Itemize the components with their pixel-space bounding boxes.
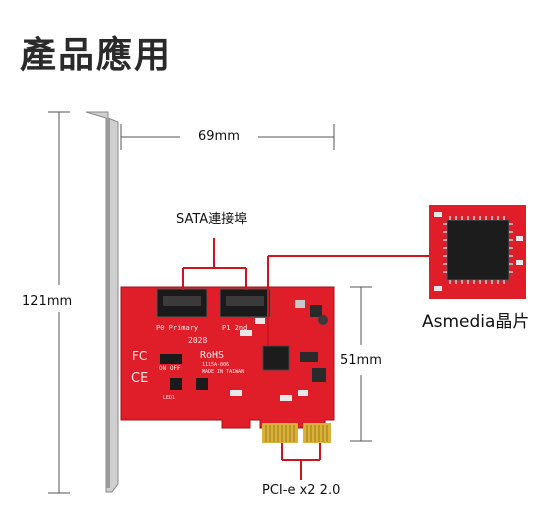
dip-switch xyxy=(160,354,182,364)
led-headers xyxy=(170,378,208,390)
switch-label: ON OFF xyxy=(159,365,181,372)
width-dimension xyxy=(120,124,335,150)
chip-inset xyxy=(429,205,526,299)
sata-port-1 xyxy=(219,288,271,318)
gold-fingers xyxy=(262,423,331,443)
card-height-dimension xyxy=(350,286,372,442)
sata-port-0 xyxy=(156,288,208,318)
height-dimension xyxy=(48,111,70,494)
pcb-board xyxy=(120,286,335,443)
sata-callout xyxy=(182,238,247,290)
chip-label: Asmedia晶片 xyxy=(422,312,530,332)
sata-port-label: SATA連接埠 xyxy=(176,212,248,227)
made-in-text: MADE IN TAIWAN xyxy=(202,369,244,375)
pcie-label: PCI-e x2 2.0 xyxy=(262,483,341,498)
port-label-0: P0 Primary xyxy=(156,324,198,332)
rohs-mark: RoHS xyxy=(200,350,224,361)
port-label-1: P1 2nd xyxy=(222,324,247,332)
led-label: LED1 xyxy=(163,395,175,401)
card-height-label: 51mm xyxy=(340,353,382,368)
fc-mark: FC xyxy=(132,349,147,363)
ce-mark: CE xyxy=(131,371,148,386)
part-number: 1115A-006 xyxy=(202,362,229,368)
controller-chip xyxy=(262,345,290,371)
chip-callout xyxy=(267,255,429,346)
height-label: 121mm xyxy=(22,294,73,309)
pcie-callout xyxy=(281,443,321,480)
width-label: 69mm xyxy=(198,129,240,144)
date-code: 2028 xyxy=(188,336,207,345)
page-title: 產品應用 xyxy=(20,35,173,76)
